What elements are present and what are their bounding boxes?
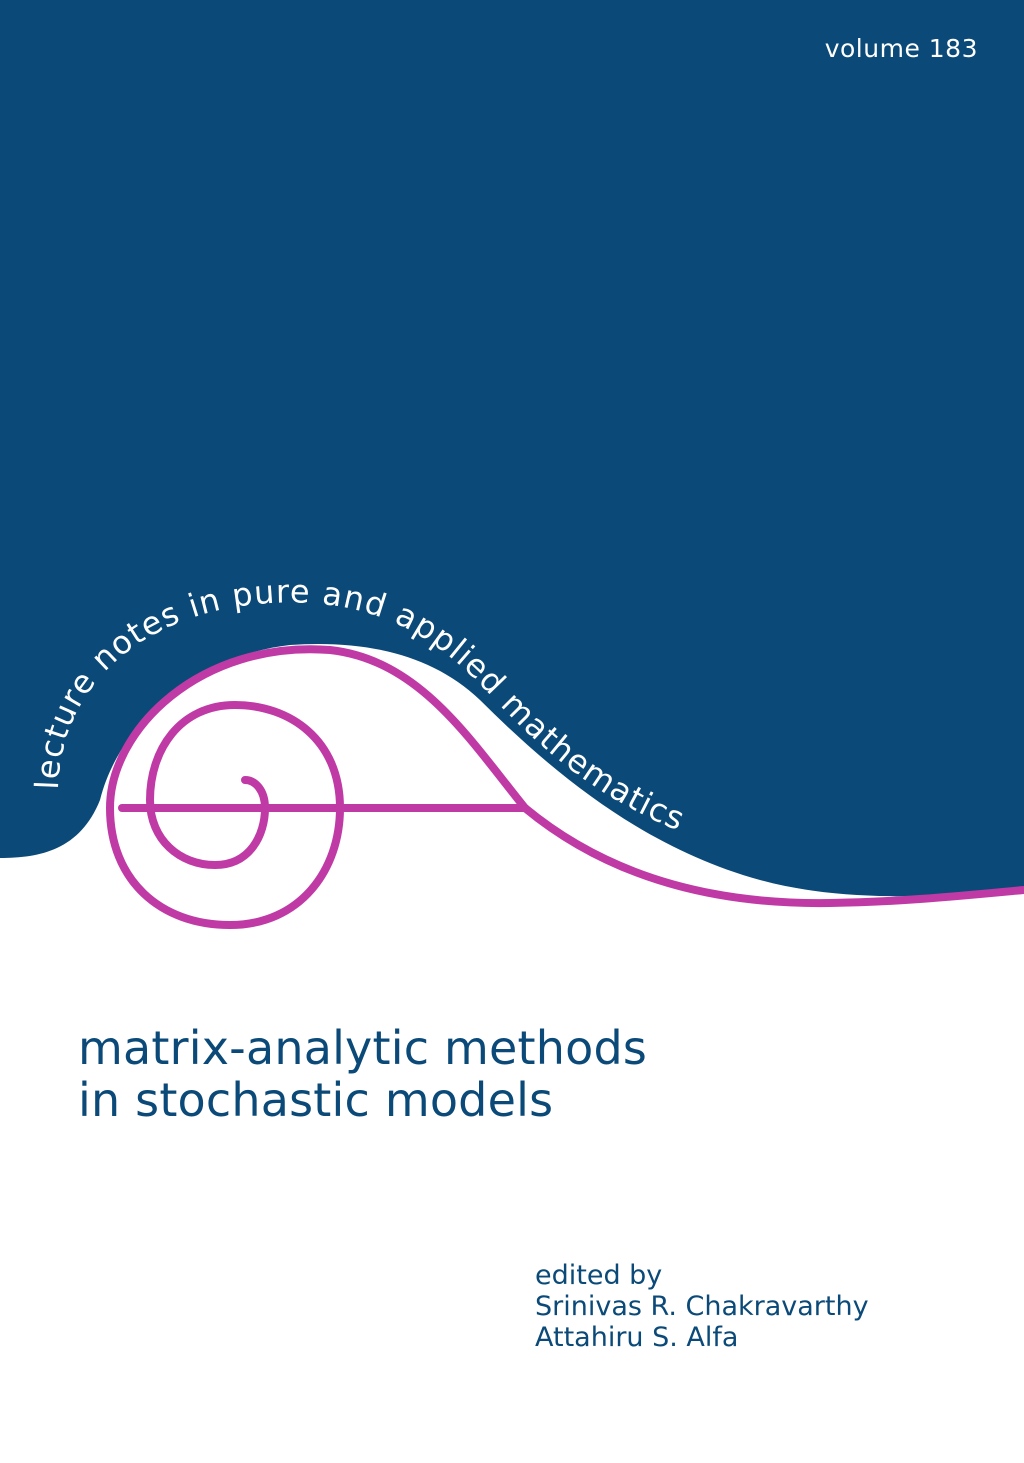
book-title: matrix-analytic methods in stochastic mo…	[78, 1022, 647, 1126]
edited-by-label: edited by	[535, 1260, 663, 1291]
volume-number: volume 183	[824, 34, 978, 63]
editor-name-2: Attahiru S. Alfa	[535, 1322, 739, 1353]
navy-band	[0, 0, 1024, 897]
book-title-line-1: matrix-analytic methods	[78, 1021, 648, 1075]
book-title-line-2: in stochastic models	[78, 1073, 554, 1127]
editors-block: edited by Srinivas R. Chakravarthy Attah…	[535, 1260, 869, 1353]
editor-name-1: Srinivas R. Chakravarthy	[535, 1291, 869, 1322]
spiral-logo-icon	[105, 645, 1024, 930]
